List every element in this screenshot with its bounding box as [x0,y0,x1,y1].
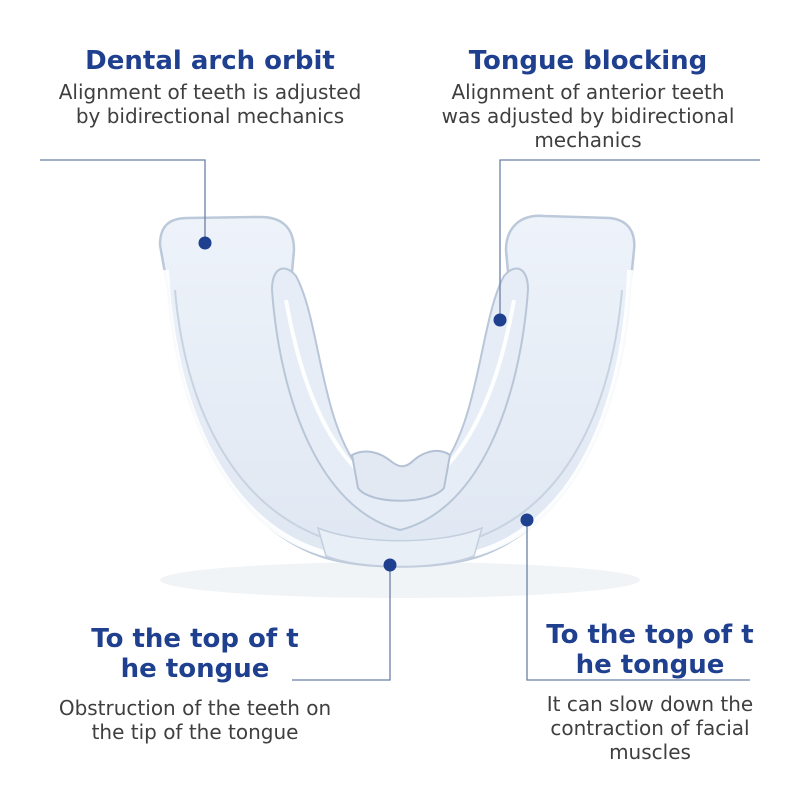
callout-tongue-tip-right: To the top of t he tongue It can slow do… [500,620,800,764]
callout-description: Alignment of teeth is adjusted by bidire… [58,80,362,128]
callout-description: Alignment of anterior teeth was adjusted… [441,80,735,152]
callout-description: It can slow down the contraction of faci… [546,692,754,764]
callout-title: To the top of t he tongue [91,624,299,684]
appliance-shadow [160,562,640,598]
callout-title: Tongue blocking [468,46,708,76]
callout-title: Dental arch orbit [85,46,335,76]
leader-lines [40,159,760,681]
leader-line-bottom-right [526,520,750,681]
front-bumper [316,526,484,568]
tongue-tag [350,449,452,502]
inner-tray [270,267,530,532]
marker-dot-arch [198,236,212,250]
leader-line-arch [40,159,206,243]
markers [198,236,534,572]
marker-dot-bottom-right [520,513,534,527]
callout-tongue-blocking: Tongue blocking Alignment of anterior te… [398,46,778,152]
callout-description: Obstruction of the teeth on the tip of t… [58,696,332,744]
leader-line-bottom-left [292,565,391,681]
callout-tongue-tip-left: To the top of t he tongue Obstruction of… [20,624,370,744]
marker-dot-tongue-blocking [493,313,507,327]
marker-dot-bottom-left [383,558,397,572]
leader-line-tongue-blocking [499,159,760,320]
callout-title: To the top of t he tongue [546,620,754,680]
callout-dental-arch-orbit: Dental arch orbit Alignment of teeth is … [20,46,400,128]
